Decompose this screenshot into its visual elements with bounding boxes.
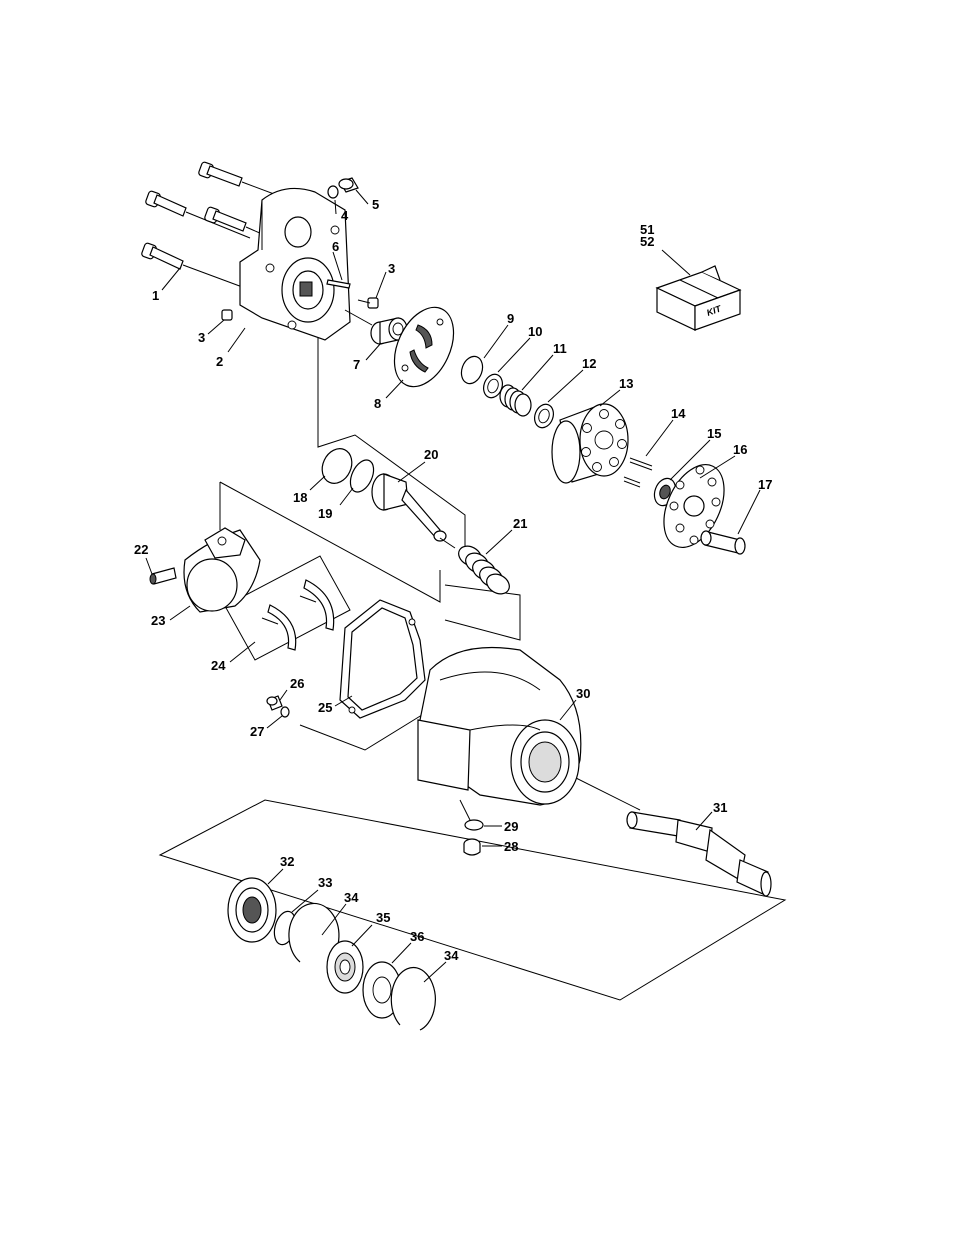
piston [701,531,745,554]
snap-ring [391,968,435,1030]
o-ring [281,707,289,717]
callout-27: 27 [250,724,264,739]
callout-19: 19 [318,506,332,521]
callout-11: 11 [553,341,567,356]
callout-9: 9 [507,311,514,326]
bolt [204,206,262,234]
callout-2: 2 [216,354,223,369]
spring [500,385,531,416]
servo-spring [455,542,513,598]
end-cover [240,188,350,340]
callout-8: 8 [374,396,381,411]
o-ring [328,186,338,198]
dowel-pin [358,298,378,308]
saddle-bearings [262,580,334,650]
callout-1: 1 [152,288,159,303]
callout-21: 21 [513,516,527,531]
swashplate-pin [150,568,176,584]
callout-31: 31 [713,800,727,815]
callout-28: 28 [504,839,518,854]
plug [339,178,358,192]
bolt [145,190,250,238]
shaft-seal [327,941,363,993]
motor-housing [418,648,581,806]
callout-10: 10 [528,324,542,339]
callout-29: 29 [504,819,518,834]
callout-32: 32 [280,854,294,869]
gasket [340,600,425,718]
callout-30: 30 [576,686,590,701]
callout-12: 12 [582,356,596,371]
callout-22: 22 [134,542,148,557]
callout-25: 25 [318,700,332,715]
callout-14: 14 [671,406,686,421]
callout-26: 26 [290,676,304,691]
plug [267,696,282,710]
dowel-pin [222,310,232,320]
callout-5: 5 [372,197,379,212]
servo-piston-rod [372,474,455,548]
callout-20: 20 [424,447,438,462]
callout-6: 6 [332,239,339,254]
guide-pins [624,458,652,487]
cylinder-block [552,404,628,483]
callout-3: 3 [198,330,205,345]
needle-bearing [345,310,407,344]
callout-13: 13 [619,376,633,391]
retaining-ring [458,353,486,386]
callout-34: 34 [344,890,359,905]
washer [531,402,556,431]
o-ring [465,820,483,830]
callout-7: 7 [353,357,360,372]
callout-4: 4 [341,208,349,223]
ball-bearing [228,878,276,942]
callout-52: 52 [640,234,654,249]
callout-16: 16 [733,442,747,457]
callout-23: 23 [151,613,165,628]
valve-plate [383,298,466,396]
plug [464,839,480,855]
callout-24: 24 [211,658,226,673]
swashplate [184,528,260,612]
callout-15: 15 [707,426,721,441]
callout-17: 17 [758,477,772,492]
bolt [141,242,245,288]
callout-3: 3 [388,261,395,276]
callout-18: 18 [293,490,307,505]
kit-box-icon: KIT [657,266,740,330]
callout-34: 34 [444,948,459,963]
callout-35: 35 [376,910,390,925]
callout-33: 33 [318,875,332,890]
callout-36: 36 [410,929,424,944]
